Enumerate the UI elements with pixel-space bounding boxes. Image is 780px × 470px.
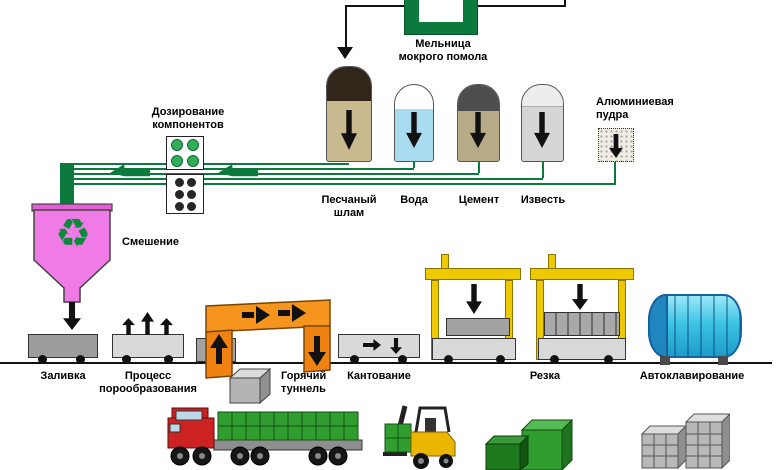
flow-arrow-down-icon (572, 284, 588, 310)
wheel-icon (350, 355, 359, 364)
wheel-icon (444, 355, 453, 364)
pipe (64, 178, 543, 180)
stage-label-pouring: Заливка (40, 370, 86, 382)
production-line (0, 362, 772, 364)
wet-mill (404, 0, 478, 35)
mixing-label: Смешение (122, 236, 180, 248)
valve-icon (187, 139, 199, 151)
rise-arrow-up-icon (122, 318, 135, 335)
autoclave-door (648, 294, 668, 358)
dosing-label: Дозирование компонентов (151, 106, 225, 132)
silo-lime (521, 84, 564, 162)
rise-arrow-up-icon (141, 312, 154, 335)
silo-cap (327, 67, 371, 101)
exit-block-cube (228, 367, 272, 405)
stage-label-cutting: Резка (529, 370, 561, 382)
port-icon (186, 177, 196, 187)
wheel-icon (496, 355, 505, 364)
mixer-hopper (31, 203, 113, 303)
silo-label-water: Вода (400, 194, 428, 206)
cutting-gantry-beam (530, 268, 634, 280)
silo-label-cement: Цемент (458, 194, 500, 206)
mold-cart-cutting (432, 338, 516, 360)
feed-line (345, 5, 347, 47)
concrete-slab (446, 318, 510, 336)
wheel-icon (122, 355, 131, 364)
cut-block (544, 312, 620, 336)
wheel-icon (550, 355, 559, 364)
valve-icon (187, 155, 199, 167)
pipe-bundle (60, 163, 74, 208)
dosing-unit-top (166, 136, 204, 170)
stage-label-tilting: Кантование (347, 370, 411, 382)
wheel-icon (76, 355, 85, 364)
pipe (478, 162, 480, 173)
feed-line (346, 5, 406, 7)
silo-label-lime: Известь (520, 194, 566, 206)
pipe (64, 183, 616, 185)
dosing-unit-bottom (166, 174, 204, 214)
mill-label: Мельница мокрого помола (398, 38, 488, 64)
mold-cart-cutting (538, 338, 626, 360)
silo-label-sand: Песчаный шлам (321, 194, 377, 220)
valve-icon (171, 155, 183, 167)
wheel-icon (398, 355, 407, 364)
autoclave-leg (660, 356, 670, 365)
port-icon (174, 177, 184, 187)
flow-arrowhead-down-icon (337, 47, 353, 59)
silo-cap (522, 85, 563, 107)
delivery-truck (167, 407, 363, 466)
pipe (413, 162, 415, 168)
port-icon (174, 189, 184, 199)
port-icon (186, 201, 196, 211)
gray-block-pallets (640, 413, 730, 470)
wheel-icon (164, 355, 173, 364)
port-icon (186, 189, 196, 199)
flow-arrow-down-icon (466, 284, 482, 314)
aluminum-label: Алюминиевая пудра (596, 96, 674, 122)
autoclave-leg (718, 356, 728, 365)
recycle-icon: ♻ (55, 212, 91, 256)
silo-sand-slurry (326, 66, 372, 162)
hot-tunnel-graphic (205, 299, 331, 379)
pipe (614, 162, 616, 183)
stage-label-autoclaving: Автоклавирование (639, 370, 745, 382)
stage-label-pore-formation: Процесс порообразования (99, 370, 197, 396)
cutting-gantry-beam (425, 268, 521, 280)
feed-line (477, 5, 566, 7)
pipe (64, 163, 349, 165)
wheel-icon (604, 355, 613, 364)
pipe (64, 173, 479, 175)
valve-icon (171, 139, 183, 151)
mold-cart-pore-formation (112, 334, 184, 358)
cutting-gantry-post (441, 254, 449, 269)
rise-arrow-up-icon (160, 318, 173, 335)
silo-cap (458, 85, 499, 111)
green-block-stack (484, 418, 574, 470)
cutting-gantry-post (548, 254, 556, 269)
pipe (64, 168, 414, 170)
port-icon (174, 201, 184, 211)
stage-label-hot-tunnel: Горячий туннель (281, 370, 327, 396)
mold-cart-pouring (28, 334, 98, 358)
pipe (542, 162, 544, 178)
feed-line (564, 0, 566, 7)
wheel-icon (38, 355, 47, 364)
forklift (383, 405, 456, 469)
